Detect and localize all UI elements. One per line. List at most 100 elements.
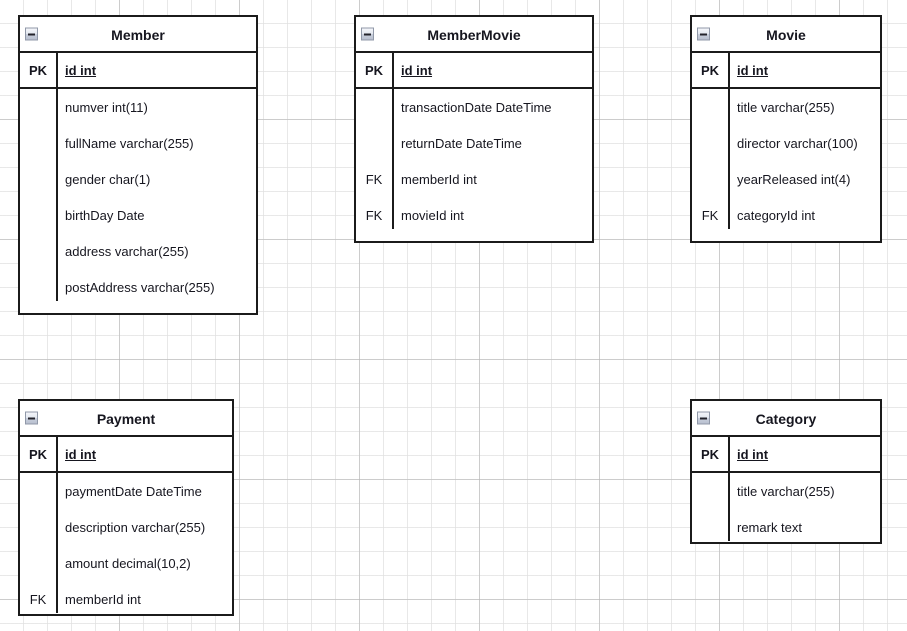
attribute-label: transactionDate DateTime [401, 99, 552, 115]
attribute-label: id int [737, 446, 769, 462]
table-row[interactable]: postAddress varchar(255) [20, 269, 256, 305]
attribute-label: gender char(1) [65, 171, 151, 187]
key-label [692, 509, 728, 545]
key-label: PK [700, 62, 720, 78]
key-label [356, 89, 392, 125]
key-label: FK [365, 207, 383, 223]
attribute-label: remark text [737, 519, 803, 535]
key-label: PK [364, 62, 384, 78]
table-row[interactable]: title varchar(255) [692, 89, 880, 125]
table-row[interactable]: yearReleased int(4) [692, 161, 880, 197]
collapse-minus-icon[interactable] [25, 411, 38, 425]
attribute-label: id int [737, 62, 769, 78]
table-row[interactable]: amount decimal(10,2) [20, 545, 232, 581]
entity-member-pk-row[interactable]: PK id int [20, 53, 256, 89]
attribute-label: title varchar(255) [737, 483, 835, 499]
table-row[interactable]: numver int(11) [20, 89, 256, 125]
key-label: FK [701, 207, 719, 223]
attribute-label: yearReleased int(4) [737, 171, 851, 187]
entity-payment-name: Payment [96, 411, 156, 427]
key-label [20, 197, 56, 233]
entity-category-title-bar[interactable]: Category [692, 401, 880, 437]
entity-membermovie-name: MemberMovie [427, 27, 521, 43]
entity-membermovie-attribute-list: transactionDate DateTime returnDate Date… [356, 89, 592, 233]
entity-member-title-bar[interactable]: Member [20, 17, 256, 53]
entity-member-name: Member [111, 27, 165, 43]
table-row[interactable]: remark text [692, 509, 880, 545]
attribute-label: director varchar(100) [737, 135, 858, 151]
attribute-label: postAddress varchar(255) [65, 279, 215, 295]
entity-payment-title-bar[interactable]: Payment [20, 401, 232, 437]
attribute-label: movieId int [401, 207, 464, 223]
table-row[interactable]: FK memberId int [356, 161, 592, 197]
key-label [356, 125, 392, 161]
attribute-label: returnDate DateTime [401, 135, 522, 151]
collapse-minus-icon[interactable] [697, 27, 710, 41]
key-label: PK [28, 446, 48, 462]
key-label [20, 89, 56, 125]
key-label [692, 125, 728, 161]
table-row[interactable]: FK memberId int [20, 581, 232, 617]
entity-payment-attribute-list: paymentDate DateTime description varchar… [20, 473, 232, 617]
entity-membermovie[interactable]: MemberMovie PK id int transactionDate Da… [354, 15, 594, 243]
table-row[interactable]: transactionDate DateTime [356, 89, 592, 125]
entity-category-attribute-list: title varchar(255) remark text [692, 473, 880, 545]
entity-movie-name: Movie [766, 27, 806, 43]
attribute-label: fullName varchar(255) [65, 135, 194, 151]
entity-payment-pk-row[interactable]: PK id int [20, 437, 232, 473]
attribute-label: amount decimal(10,2) [65, 555, 191, 571]
entity-member[interactable]: Member PK id int numver int(11) fullName… [18, 15, 258, 315]
table-row[interactable]: returnDate DateTime [356, 125, 592, 161]
table-row[interactable]: birthDay Date [20, 197, 256, 233]
table-row[interactable]: director varchar(100) [692, 125, 880, 161]
key-label [20, 161, 56, 197]
entity-category-pk-row[interactable]: PK id int [692, 437, 880, 473]
entity-membermovie-title-bar[interactable]: MemberMovie [356, 17, 592, 53]
key-label [20, 233, 56, 269]
entity-movie-attribute-list: title varchar(255) director varchar(100)… [692, 89, 880, 233]
key-label [20, 545, 56, 581]
attribute-label: categoryId int [737, 207, 816, 223]
entity-category[interactable]: Category PK id int title varchar(255) re… [690, 399, 882, 544]
table-row[interactable]: title varchar(255) [692, 473, 880, 509]
attribute-label: id int [65, 62, 97, 78]
key-label [20, 473, 56, 509]
table-row[interactable]: gender char(1) [20, 161, 256, 197]
key-label [20, 509, 56, 545]
attribute-label: paymentDate DateTime [65, 483, 202, 499]
key-label [20, 125, 56, 161]
entity-payment[interactable]: Payment PK id int paymentDate DateTime d… [18, 399, 234, 616]
attribute-label: memberId int [65, 591, 141, 607]
table-row[interactable]: FK categoryId int [692, 197, 880, 233]
key-label [692, 473, 728, 509]
attribute-label: title varchar(255) [737, 99, 835, 115]
key-label: PK [28, 62, 48, 78]
collapse-minus-icon[interactable] [361, 27, 374, 41]
table-row[interactable]: description varchar(255) [20, 509, 232, 545]
table-row[interactable]: address varchar(255) [20, 233, 256, 269]
entity-category-name: Category [755, 411, 817, 427]
attribute-label: birthDay Date [65, 207, 145, 223]
entity-movie[interactable]: Movie PK id int title varchar(255) direc… [690, 15, 882, 243]
key-label: FK [29, 591, 47, 607]
entity-membermovie-pk-row[interactable]: PK id int [356, 53, 592, 89]
attribute-label: description varchar(255) [65, 519, 206, 535]
attribute-label: id int [65, 446, 97, 462]
collapse-minus-icon[interactable] [697, 411, 710, 425]
key-label: FK [365, 171, 383, 187]
table-row[interactable]: fullName varchar(255) [20, 125, 256, 161]
key-label [20, 269, 56, 305]
attribute-label: address varchar(255) [65, 243, 189, 259]
entity-movie-pk-row[interactable]: PK id int [692, 53, 880, 89]
table-row[interactable]: paymentDate DateTime [20, 473, 232, 509]
key-label [692, 161, 728, 197]
entity-movie-title-bar[interactable]: Movie [692, 17, 880, 53]
collapse-minus-icon[interactable] [25, 27, 38, 41]
key-label: PK [700, 446, 720, 462]
attribute-label: memberId int [401, 171, 477, 187]
attribute-label: numver int(11) [65, 99, 148, 115]
table-row[interactable]: FK movieId int [356, 197, 592, 233]
attribute-label: id int [401, 62, 433, 78]
key-label [692, 89, 728, 125]
